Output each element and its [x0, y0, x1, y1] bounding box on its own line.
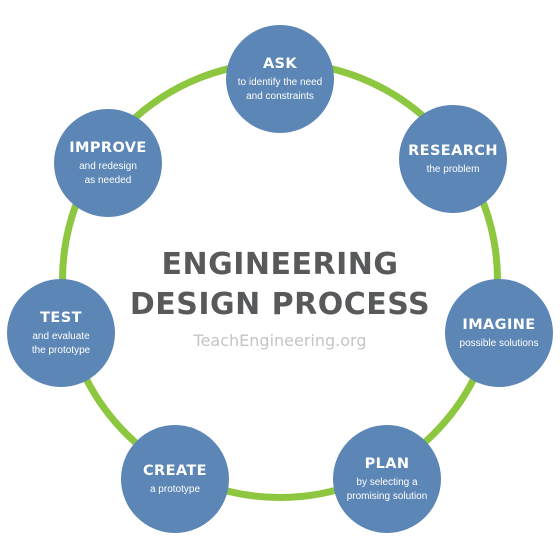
step-title: PLAN — [364, 455, 410, 472]
step-description: by selecting a promising solution — [346, 476, 428, 502]
step-title: ASK — [262, 55, 298, 72]
step-test: TEST and evaluate the prototype — [7, 279, 115, 387]
step-research: RESEARCH the problem — [399, 105, 507, 213]
step-title: IMPROVE — [69, 139, 147, 156]
step-description: and redesign as needed — [79, 160, 137, 186]
step-description: the problem — [426, 163, 480, 175]
step-title: RESEARCH — [408, 142, 498, 159]
step-imagine: IMAGINE possible solutions — [445, 279, 553, 387]
step-ask: ASK to identify the need and constraints — [226, 25, 334, 133]
diagram-title: ENGINEERING DESIGN PROCESS — [129, 247, 431, 322]
step-plan: PLAN by selecting a promising solution — [333, 425, 441, 533]
center-title-block: ENGINEERING DESIGN PROCESS TeachEngineer… — [80, 245, 480, 350]
step-title: CREATE — [142, 462, 207, 479]
step-title: TEST — [40, 309, 82, 326]
step-description: a prototype — [149, 483, 201, 495]
step-description: and evaluate the prototype — [31, 330, 91, 356]
source-label: TeachEngineering.org — [193, 331, 367, 350]
step-title: IMAGINE — [462, 316, 536, 333]
step-description: to identify the need and constraints — [237, 76, 323, 102]
step-improve: IMPROVE and redesign as needed — [54, 109, 162, 217]
step-create: CREATE a prototype — [121, 425, 229, 533]
step-description: possible solutions — [459, 337, 539, 349]
